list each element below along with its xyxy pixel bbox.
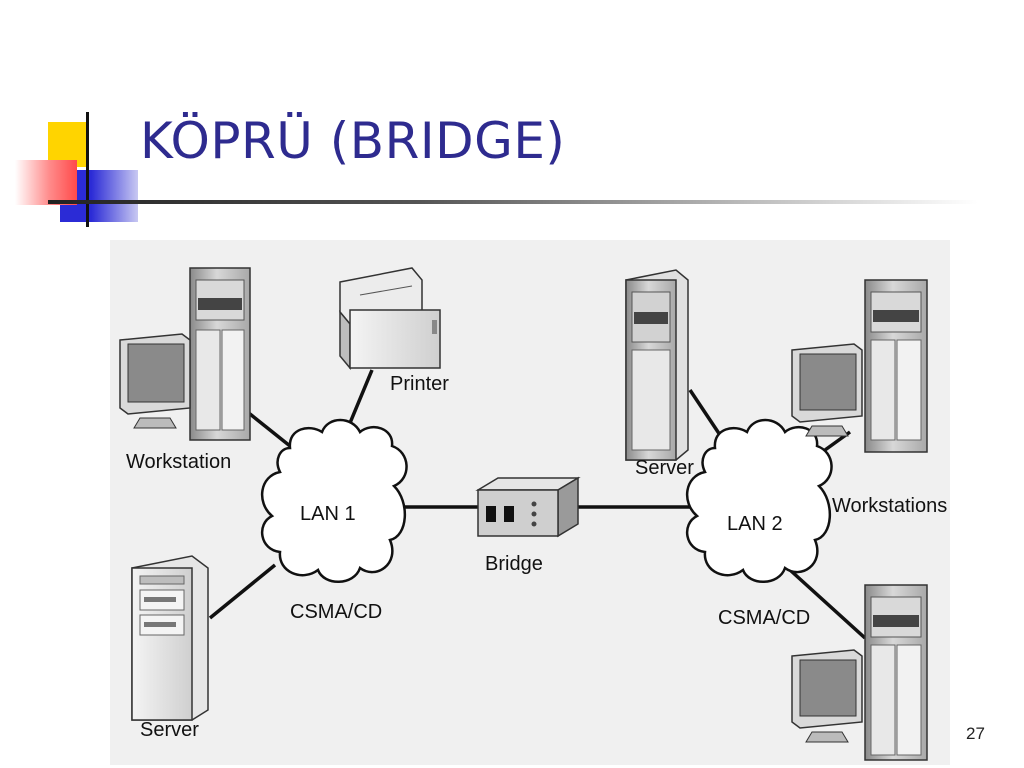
workstations-label: Workstations — [832, 495, 947, 517]
decor-red-square — [15, 160, 77, 205]
server-left-computer — [131, 555, 209, 721]
title-underline — [48, 200, 978, 204]
lan1-label: LAN 1 — [300, 503, 356, 525]
bridge-device — [475, 476, 581, 538]
printer-label: Printer — [390, 373, 449, 395]
csma-left-label: CSMA/CD — [290, 601, 382, 623]
server-left-label: Server — [140, 719, 199, 741]
server-right-label: Server — [635, 457, 694, 479]
network-diagram: Workstation Printer LAN 1 CSMA/CD Server… — [110, 240, 950, 765]
workstation-label: Workstation — [126, 451, 231, 473]
csma-right-label: CSMA/CD — [718, 607, 810, 629]
lan2-label: LAN 2 — [727, 513, 783, 535]
workstation-right-bottom-computer — [791, 584, 928, 761]
decor-vertical-line — [86, 112, 89, 227]
slide-title: KÖPRÜ (BRIDGE) — [140, 112, 566, 170]
workstation-left-computer — [119, 267, 251, 441]
page-number: 27 — [966, 724, 985, 743]
printer-device — [339, 267, 441, 371]
server-right-computer — [625, 269, 689, 461]
lan2-cloud — [685, 418, 833, 583]
lan1-cloud — [260, 418, 408, 583]
workstation-right-top-computer — [791, 279, 928, 453]
bridge-label: Bridge — [485, 553, 543, 575]
decor-yellow-square — [48, 122, 88, 167]
